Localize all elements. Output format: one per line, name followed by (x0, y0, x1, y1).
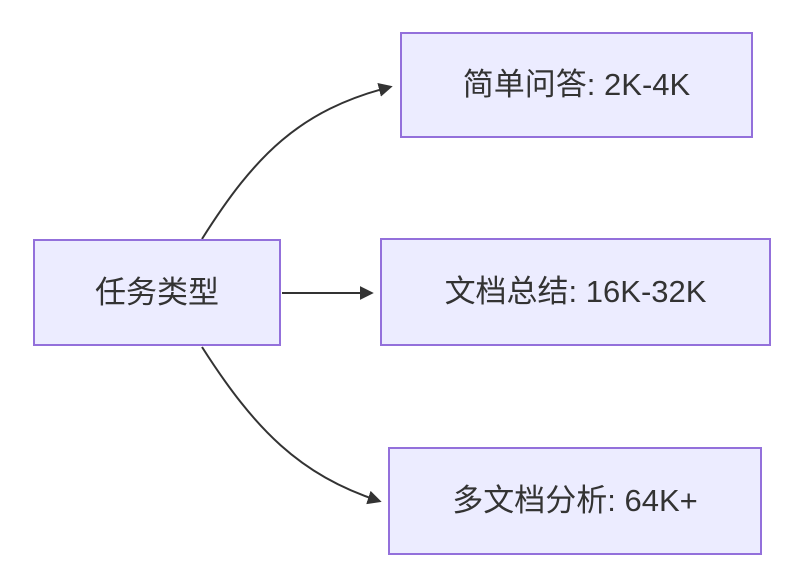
node-multi-doc: 多文档分析: 64K+ (388, 447, 762, 555)
node-doc-summary: 文档总结: 16K-32K (380, 238, 771, 346)
node-doc-summary-label: 文档总结: 16K-32K (444, 274, 707, 310)
node-task-type-label: 任务类型 (95, 274, 219, 310)
edge-root-to-multi-doc (201, 346, 382, 505)
node-simple-qa: 简单问答: 2K-4K (400, 32, 753, 138)
node-simple-qa-label: 简单问答: 2K-4K (462, 67, 691, 103)
edge-root-to-simple-qa (201, 82, 393, 240)
node-task-type: 任务类型 (33, 239, 281, 346)
node-multi-doc-label: 多文档分析: 64K+ (452, 483, 698, 519)
